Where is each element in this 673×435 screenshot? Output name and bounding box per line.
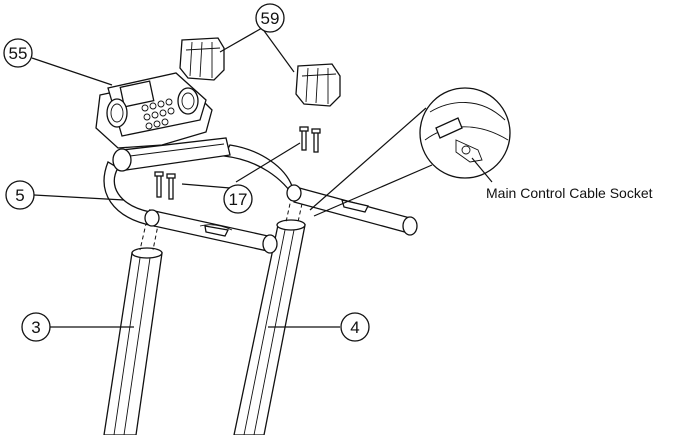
bolts-left-pair <box>155 172 175 199</box>
callout-4: 4 <box>341 313 369 341</box>
console <box>96 73 212 148</box>
clip-lower <box>296 64 340 106</box>
left-upright-tube <box>104 215 162 435</box>
callout-17: 17 <box>224 185 252 213</box>
clip-upper <box>180 38 224 80</box>
callout-3: 3 <box>22 313 50 341</box>
callout-4-label: 4 <box>350 318 359 337</box>
right-upright-tube <box>234 190 305 435</box>
callout-17-label: 17 <box>229 190 248 209</box>
callout-5-label: 5 <box>15 186 24 205</box>
callout-59-label: 59 <box>261 9 280 28</box>
detail-magnifier <box>310 88 510 216</box>
callout-55: 55 <box>4 39 32 67</box>
callout-5: 5 <box>6 181 34 209</box>
handlebar-frame <box>104 138 417 253</box>
bolts-right-pair <box>300 127 320 152</box>
callout-55-label: 55 <box>9 44 28 63</box>
callout-59: 59 <box>256 4 284 32</box>
callout-3-label: 3 <box>31 318 40 337</box>
cable-socket-caption: Main Control Cable Socket <box>486 185 653 201</box>
